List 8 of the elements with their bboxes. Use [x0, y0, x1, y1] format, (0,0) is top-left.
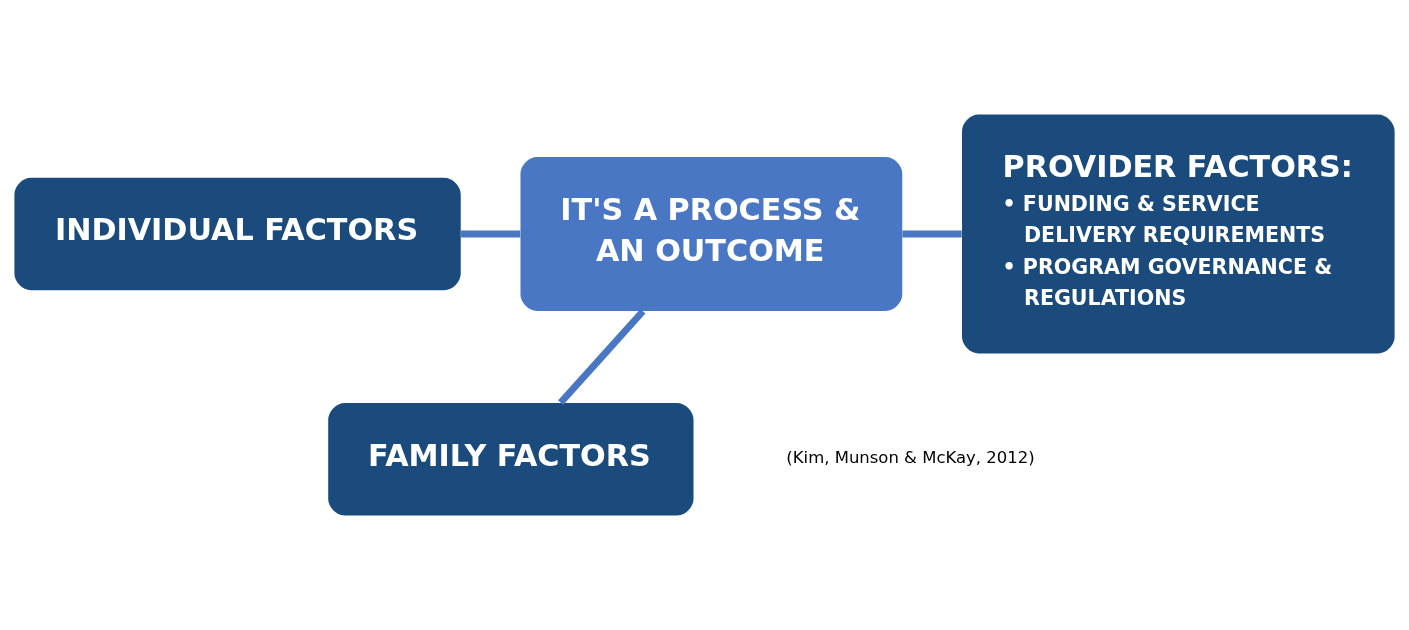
connector — [461, 230, 521, 238]
connector — [558, 309, 646, 405]
node-box: FAMILY FACTORS — [328, 402, 694, 516]
node-box: INDIVIDUAL FACTORS — [14, 177, 461, 291]
connector — [902, 230, 962, 238]
node-box: IT'S A PROCESS & AN OUTCOME — [520, 157, 903, 311]
node-box: PROVIDER FACTORS: • FUNDING & SERVICE DELIVERY REQUIREMENTS • PROGRAM GOVERNANCE & REGULATIONS — [962, 114, 1395, 354]
label: (Kim, Munson & McKay, 2012) — [786, 448, 1035, 468]
